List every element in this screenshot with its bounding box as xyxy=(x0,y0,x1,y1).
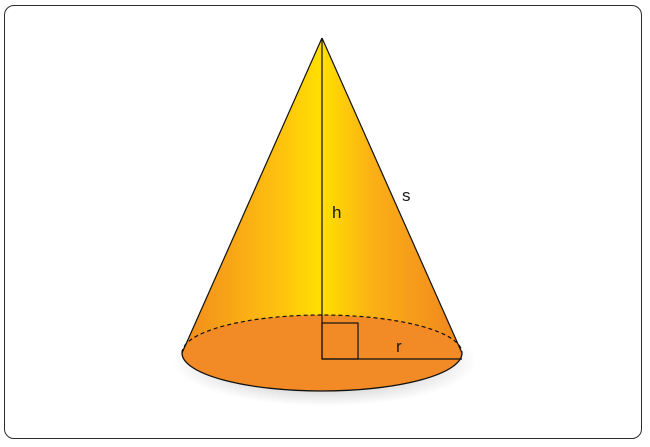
slant-edge-right xyxy=(321,37,463,354)
radius-label: r xyxy=(396,337,402,356)
right-angle-marker xyxy=(321,322,359,360)
base-front-edge xyxy=(181,352,463,392)
height-label: h xyxy=(332,203,341,222)
base-back-edge xyxy=(181,314,463,354)
slant-label: s xyxy=(402,186,411,205)
slant-edge-left xyxy=(181,37,323,354)
